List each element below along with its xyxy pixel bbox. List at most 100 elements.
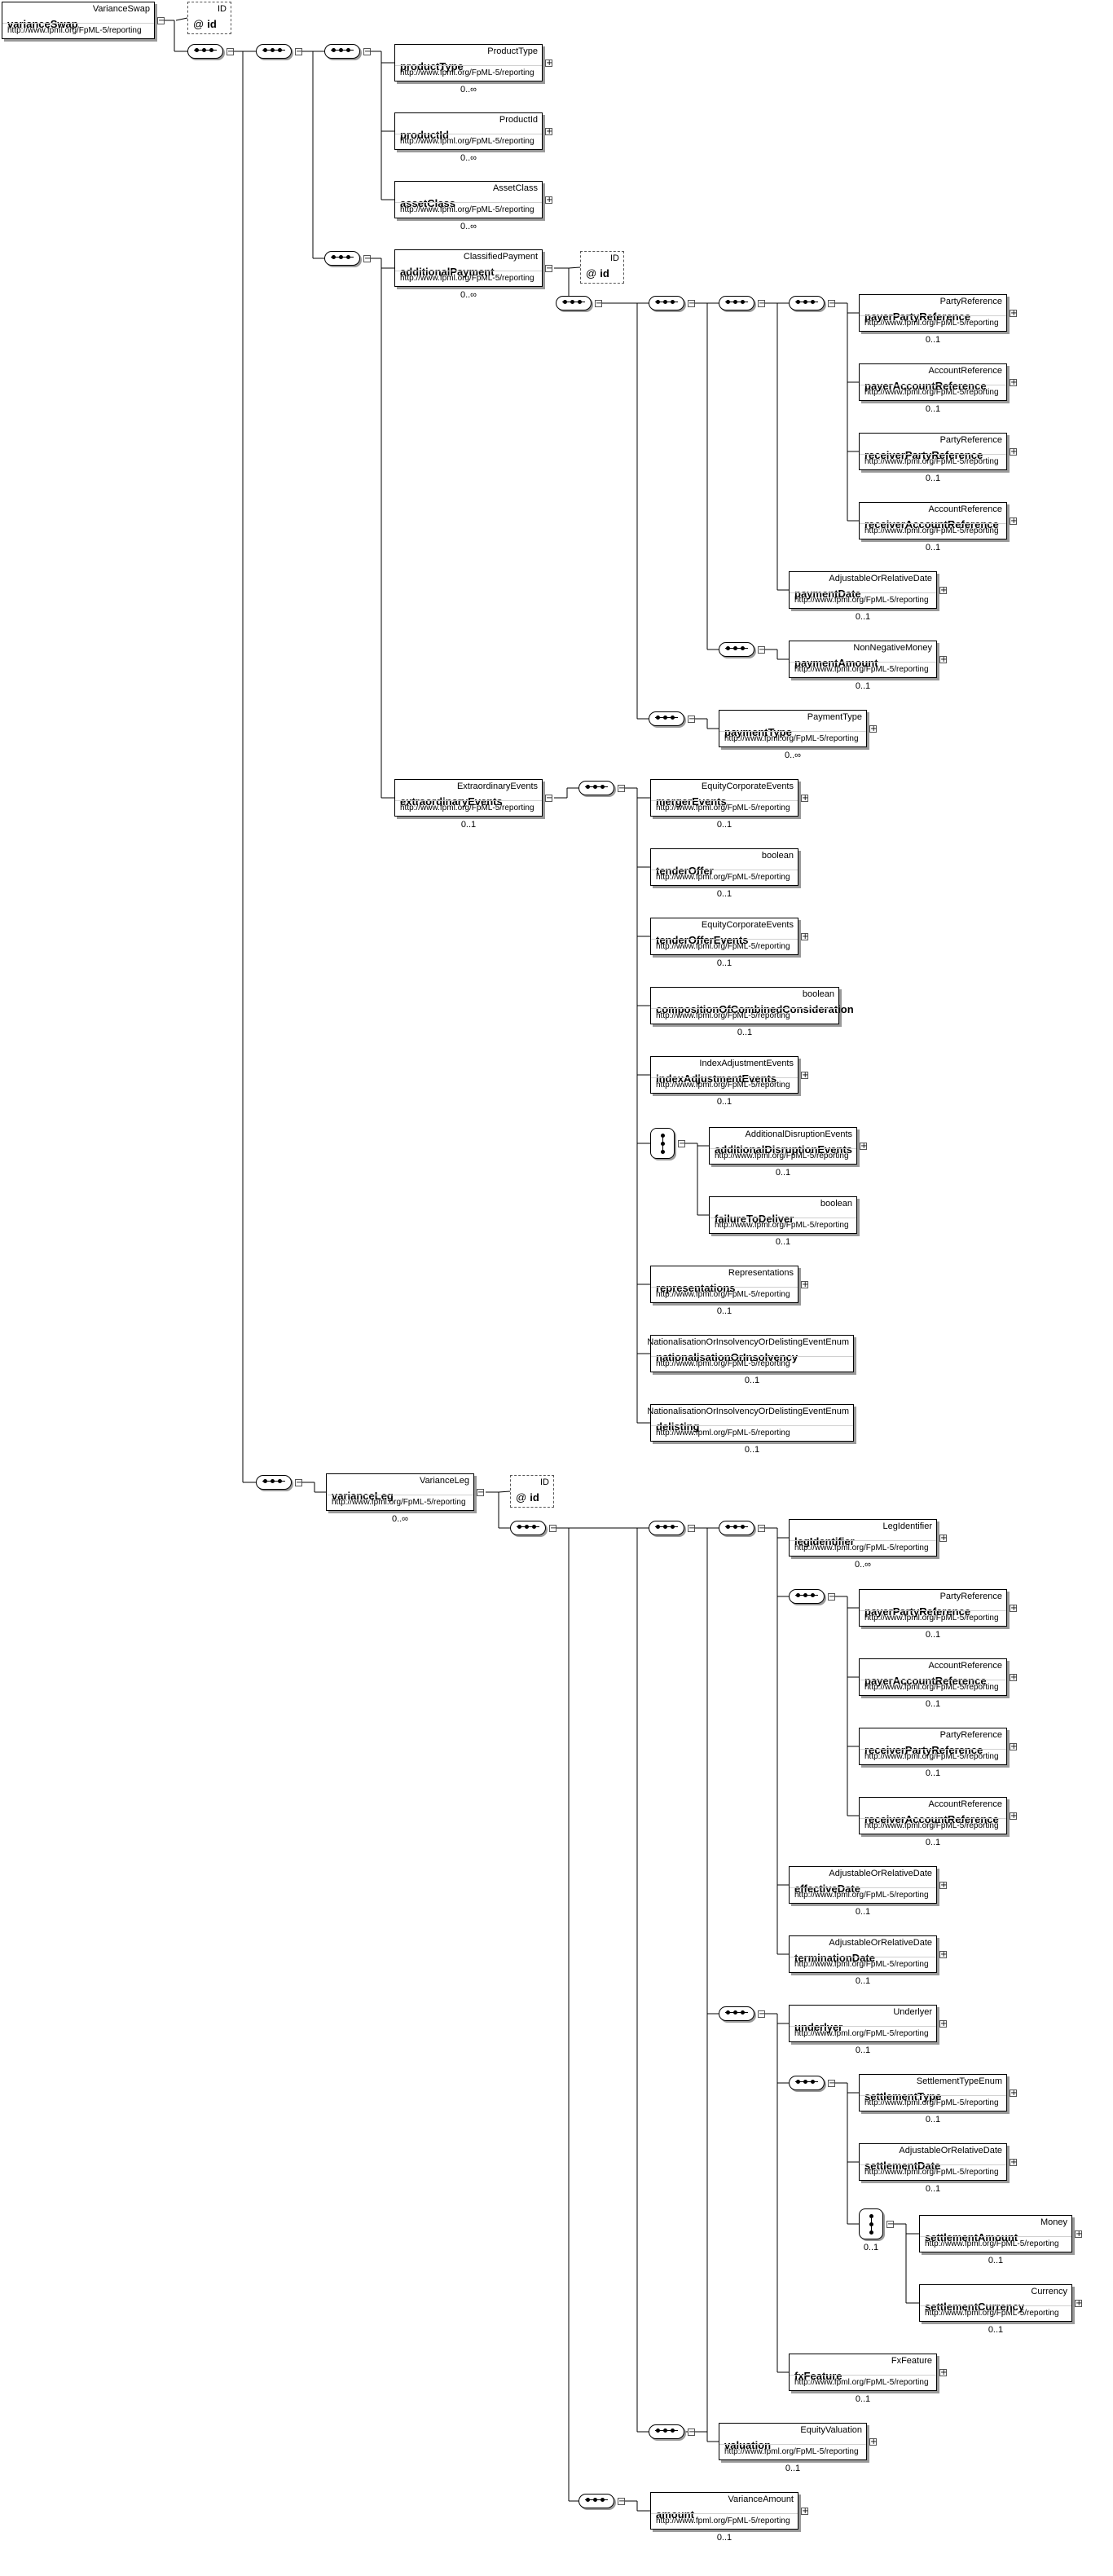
expand-icon[interactable]: +: [1010, 2089, 1018, 2098]
sequence-compositor-icon[interactable]: [719, 2006, 754, 2021]
expand-icon[interactable]: +: [939, 1950, 948, 1959]
collapse-icon[interactable]: −: [828, 1592, 836, 1601]
expand-icon[interactable]: +: [1010, 1812, 1018, 1821]
collapse-icon[interactable]: −: [618, 784, 626, 793]
collapse-icon[interactable]: −: [758, 1524, 766, 1533]
expand-icon[interactable]: +: [801, 2507, 809, 2516]
expand-icon[interactable]: +: [1010, 1742, 1018, 1751]
expand-icon[interactable]: +: [1010, 447, 1018, 456]
sequence-compositor-icon[interactable]: [324, 44, 360, 59]
attr-id-varianceSwap[interactable]: ID@id: [187, 2, 231, 34]
expand-icon[interactable]: +: [545, 196, 553, 205]
collapse-icon[interactable]: −: [477, 1488, 485, 1497]
sequence-compositor-icon[interactable]: [649, 711, 684, 726]
collapse-icon[interactable]: −: [758, 645, 766, 654]
sequence-compositor-icon[interactable]: [649, 1521, 684, 1535]
expand-icon[interactable]: +: [801, 1280, 809, 1289]
collapse-icon[interactable]: −: [886, 2220, 895, 2229]
collapse-icon[interactable]: −: [595, 299, 603, 308]
collapse-icon[interactable]: −: [363, 254, 372, 263]
collapse-icon[interactable]: −: [295, 47, 303, 56]
sequence-compositor-icon[interactable]: [187, 44, 223, 59]
collapse-icon[interactable]: −: [688, 2428, 696, 2437]
collapse-icon[interactable]: −: [688, 1524, 696, 1533]
expand-icon[interactable]: +: [1010, 2158, 1018, 2167]
collapse-icon[interactable]: −: [545, 264, 553, 273]
collapse-icon[interactable]: −: [295, 1478, 303, 1487]
expand-icon[interactable]: +: [939, 2368, 948, 2377]
sequence-compositor-icon[interactable]: [578, 2494, 614, 2508]
attr-id-additionalPayment[interactable]: ID@id: [580, 251, 624, 284]
expand-icon[interactable]: +: [801, 932, 809, 941]
expand-icon[interactable]: +: [939, 1881, 948, 1890]
expand-icon[interactable]: +: [869, 2437, 878, 2446]
sequence-compositor-icon[interactable]: [789, 2076, 825, 2090]
expand-icon[interactable]: +: [1010, 1673, 1018, 1682]
expand-icon[interactable]: +: [1010, 1604, 1018, 1613]
collapse-icon[interactable]: −: [688, 715, 696, 724]
sequence-compositor-icon[interactable]: [324, 251, 360, 266]
expand-icon[interactable]: +: [1075, 2230, 1083, 2239]
sequence-compositor-icon[interactable]: [578, 781, 614, 795]
expand-icon[interactable]: +: [1010, 378, 1018, 387]
collapse-icon[interactable]: −: [758, 2010, 766, 2019]
sequence-compositor-icon[interactable]: [789, 296, 825, 310]
expand-icon[interactable]: +: [939, 1534, 948, 1543]
expand-icon[interactable]: +: [801, 1071, 809, 1080]
collapse-icon[interactable]: −: [758, 299, 766, 308]
expand-icon[interactable]: +: [545, 59, 553, 68]
expand-icon[interactable]: +: [1075, 2299, 1083, 2308]
sequence-compositor-icon[interactable]: [256, 44, 292, 59]
sequence-compositor-icon[interactable]: [719, 642, 754, 657]
sequence-compositor-icon[interactable]: [649, 2424, 684, 2439]
collapse-icon[interactable]: −: [227, 47, 235, 56]
sequence-compositor-icon[interactable]: [556, 296, 592, 310]
collapse-icon[interactable]: −: [688, 299, 696, 308]
collapse-icon[interactable]: −: [157, 16, 165, 25]
expand-icon[interactable]: +: [869, 724, 878, 733]
expand-icon[interactable]: +: [1010, 517, 1018, 526]
sequence-compositor-icon[interactable]: [256, 1475, 292, 1490]
expand-icon[interactable]: +: [939, 655, 948, 664]
element-nationalisation-or-insolvency[interactable]: NationalisationOrInsolvencyOrDelistingEv…: [647, 1335, 854, 1372]
expand-icon[interactable]: +: [860, 1142, 868, 1151]
element-delisting[interactable]: NationalisationOrInsolvencyOrDelistingEv…: [647, 1404, 854, 1442]
sequence-compositor-icon[interactable]: [719, 1521, 754, 1535]
sequence-compositor-icon[interactable]: [510, 1521, 546, 1535]
collapse-icon[interactable]: −: [828, 299, 836, 308]
expand-icon[interactable]: +: [939, 2019, 948, 2028]
